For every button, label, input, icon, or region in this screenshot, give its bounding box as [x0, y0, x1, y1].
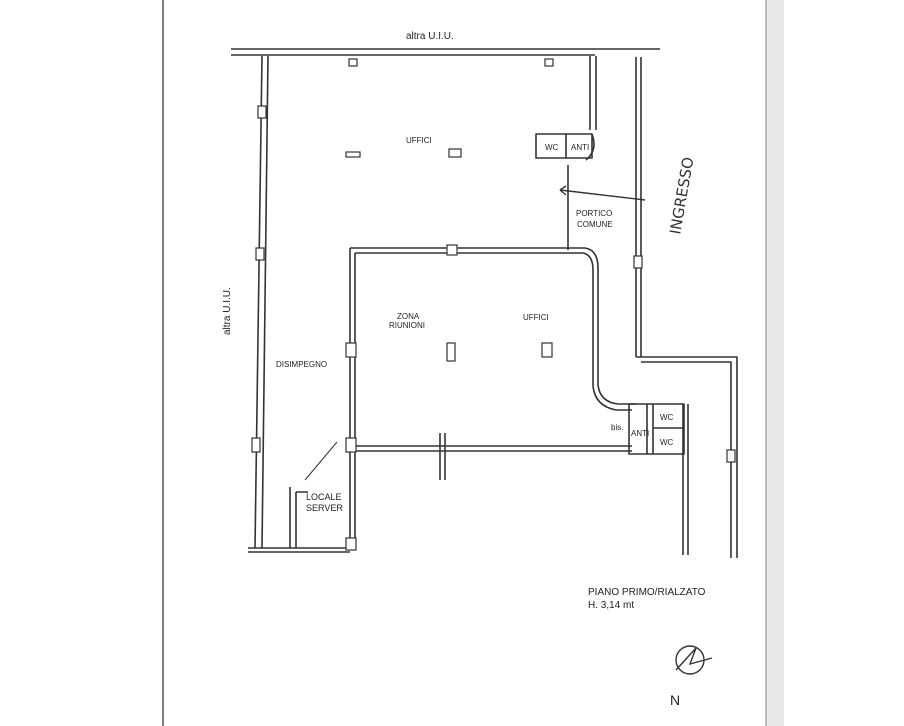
- wall-office-right: [567, 56, 597, 250]
- label-disimpegno: DISIMPEGNO: [276, 360, 327, 369]
- pillar-uffici-mid: [541, 342, 553, 358]
- wall-top: [231, 48, 660, 56]
- column: [633, 255, 643, 269]
- column: [345, 537, 357, 551]
- label-uffici-mid: UFFICI: [523, 313, 549, 322]
- column: [726, 449, 736, 463]
- label-comune: COMUNE: [577, 220, 613, 229]
- label-floor-name: PIANO PRIMO/RIALZATO: [588, 587, 706, 598]
- north-arrow-icon: [675, 645, 713, 675]
- wc-block: [628, 403, 685, 455]
- column: [348, 58, 358, 67]
- label-wc-b2: WC: [660, 438, 674, 447]
- wc-partitions: [646, 404, 683, 454]
- column: [345, 342, 357, 358]
- wall-inner-top: [350, 247, 636, 405]
- page-right-shadow: [766, 0, 784, 726]
- column: [255, 247, 265, 261]
- wc-top-partition: [565, 133, 595, 161]
- wall-bottom-left: [248, 547, 355, 553]
- server-door-swing: [304, 441, 338, 481]
- column: [251, 437, 261, 453]
- entrance-arrow-head: [559, 185, 567, 196]
- label-anti-top: ANTI: [571, 143, 589, 152]
- label-wc-b1: WC: [660, 413, 674, 422]
- wc-top-block: [535, 133, 593, 159]
- label-portico: PORTICO: [576, 209, 612, 218]
- label-ingresso: INGRESSO: [666, 156, 697, 236]
- column: [345, 437, 357, 453]
- pillar-uffici-a: [345, 151, 361, 158]
- label-zona: ZONA: [397, 312, 420, 321]
- column: [257, 105, 267, 119]
- wall-left: [254, 55, 269, 549]
- entrance-arrow: [559, 189, 646, 201]
- pillar-uffici-b: [448, 148, 462, 158]
- column: [446, 244, 458, 256]
- label-bis: bis.: [611, 423, 623, 432]
- column: [544, 58, 554, 67]
- label-anti-bottom: ANTI: [631, 429, 649, 438]
- label-locale: LOCALE: [306, 492, 342, 502]
- label-server: SERVER: [306, 503, 343, 513]
- wall-inner-bottom: [355, 433, 632, 480]
- label-wc-top: WC: [545, 143, 559, 152]
- wall-right-inner: [682, 404, 689, 555]
- wall-inner-top-2: [355, 252, 632, 411]
- wall-portico-right: [635, 57, 642, 357]
- server-room-walls: [289, 487, 308, 548]
- label-uffici-top: UFFICI: [406, 136, 432, 145]
- wall-right-wing: [636, 356, 738, 558]
- pillar-zona: [446, 342, 456, 362]
- label-riunioni: RIUNIONI: [389, 321, 425, 330]
- label-top-neighbor: altra U.I.U.: [406, 31, 454, 42]
- label-north: N: [670, 692, 680, 708]
- label-height: H. 3,14 mt: [588, 600, 634, 611]
- wall-inner-left: [349, 248, 356, 548]
- label-left-neighbor: altra U.I.U.: [222, 287, 233, 335]
